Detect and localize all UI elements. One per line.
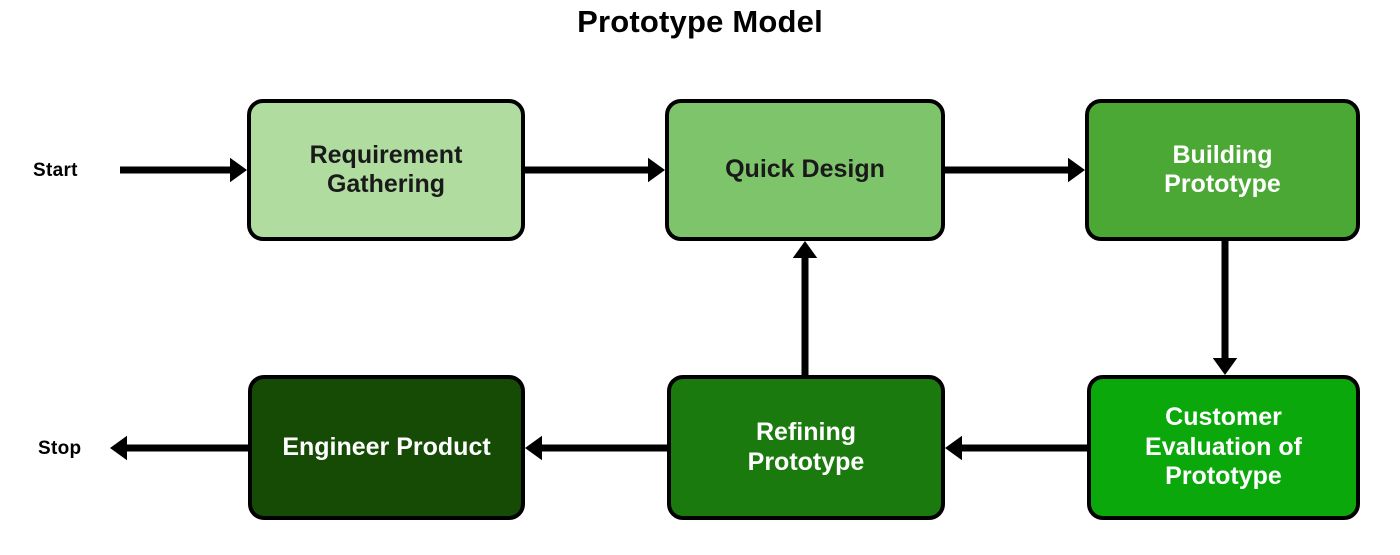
connector-building-to-customer-evaluation — [1204, 220, 1246, 396]
arrowhead-icon — [230, 157, 247, 183]
connector-requirement-to-quick-design — [504, 149, 686, 191]
connector-refining-to-engineer-product — [504, 427, 688, 469]
arrowhead-icon — [1068, 157, 1085, 183]
node-label: Refining Prototype — [747, 418, 865, 476]
node-label: Engineer Product — [282, 432, 491, 461]
connector-customer-evaluation-to-refining — [924, 427, 1108, 469]
connector-engineer-product-to-stop — [89, 427, 269, 469]
node-label: Quick Design — [725, 155, 885, 184]
arrowhead-icon — [792, 241, 818, 258]
arrowhead-icon — [525, 435, 542, 461]
node-quick-design[interactable]: Quick Design — [665, 99, 945, 241]
page-title: Prototype Model — [577, 4, 823, 39]
node-building-prototype[interactable]: Building Prototype — [1085, 99, 1360, 241]
node-refining-prototype[interactable]: Refining Prototype — [667, 375, 945, 520]
connector-quick-design-to-building — [924, 149, 1106, 191]
arrowhead-icon — [648, 157, 665, 183]
arrowhead-icon — [945, 435, 962, 461]
endpoint-label-start: Start — [33, 160, 78, 181]
connector-start-to-requirement — [99, 149, 268, 191]
node-requirement-gathering[interactable]: Requirement Gathering — [247, 99, 525, 241]
arrowhead-icon — [110, 435, 127, 461]
connector-refining-to-quick-design — [784, 220, 826, 396]
node-label: Building Prototype — [1164, 140, 1281, 199]
endpoint-label-stop: Stop — [38, 438, 82, 459]
arrowhead-icon — [1212, 358, 1238, 375]
node-engineer-product[interactable]: Engineer Product — [248, 375, 525, 520]
node-label: Customer Evaluation of Prototype — [1145, 403, 1302, 491]
node-label: Requirement Gathering — [309, 140, 463, 199]
node-customer-evaluation[interactable]: Customer Evaluation of Prototype — [1087, 375, 1360, 520]
